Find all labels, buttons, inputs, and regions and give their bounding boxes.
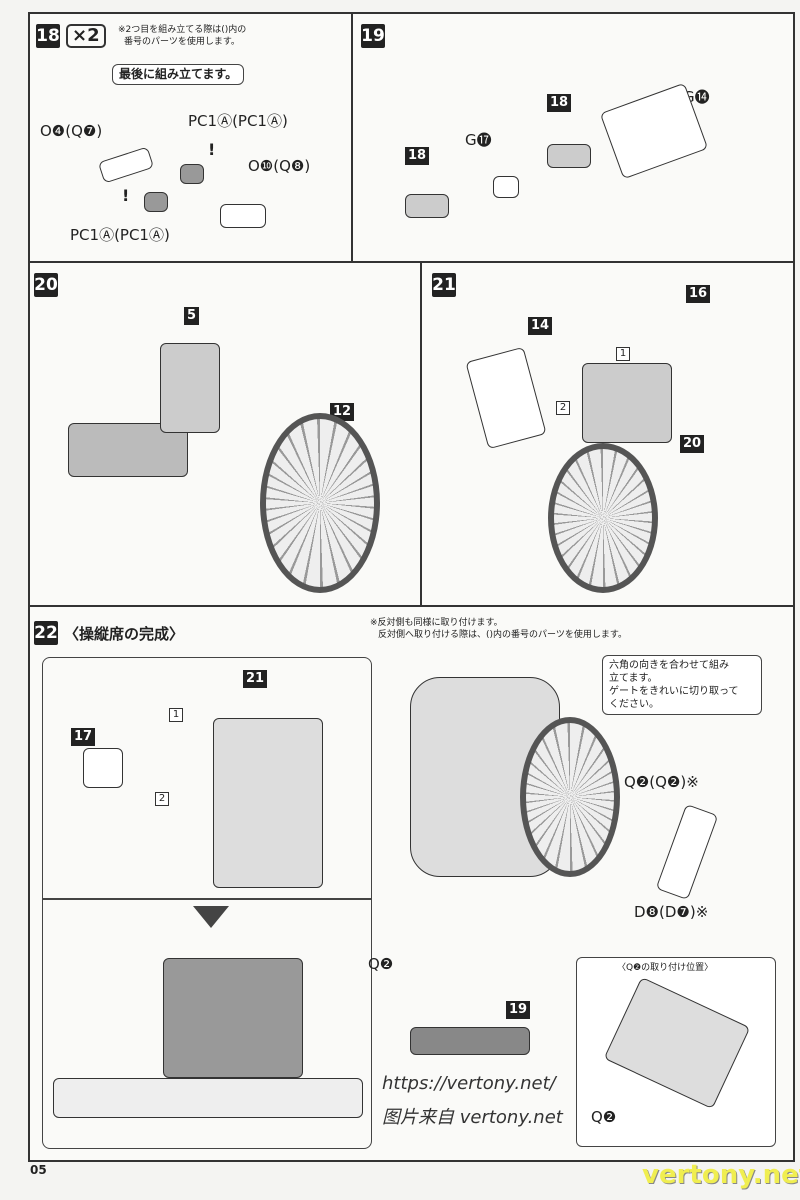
part-19 [410, 1027, 530, 1055]
bubble-line: 六角の向きを合わせて組み [609, 660, 729, 671]
part-pc1 [144, 192, 168, 212]
part-18 [405, 194, 449, 218]
part-tag: 16 [686, 285, 711, 303]
part-5 [160, 343, 220, 433]
part-tag: 20 [680, 435, 705, 453]
step-22-panel: 22 〈操縦席の完成〉 ※反対側も同様に取り付けます。 反対側へ取り付ける際は、… [28, 605, 795, 1162]
watermark-site: vertony.net [642, 1160, 800, 1190]
part-pc1 [180, 164, 204, 184]
part-label: O❿(Q❽) [248, 157, 311, 175]
note-line: ※2つ目を組み立てる際は()内の [118, 25, 247, 35]
part-g17 [493, 176, 519, 198]
part-label: PC1Ⓐ(PC1Ⓐ) [70, 226, 170, 244]
order-1: 1 [169, 708, 183, 722]
step-20-panel: 20 5 12 [28, 261, 422, 607]
step-21-panel: 21 14 16 20 1 2 [420, 261, 795, 607]
callout-bubble: 六角の向きを合わせて組み 立てます。 ゲートをきれいに切り取って ください。 [602, 655, 762, 715]
part-tag: 14 [528, 317, 553, 335]
part-label: Q❷(Q❷)※ [624, 773, 699, 791]
step-19-panel: 19 18 18 G⓱ G⓮ [351, 12, 795, 263]
detail-inset: 21 17 1 2 [42, 657, 372, 1149]
note-line: 番号のパーツを使用します。 [124, 37, 240, 47]
step-title: 〈操縦席の完成〉 [64, 625, 185, 643]
note-line: 反対側へ取り付ける際は、()内の番号のパーツを使用します。 [378, 630, 627, 640]
part-label: Q❷ [368, 955, 394, 973]
part-14 [465, 346, 547, 450]
step-number: 20 [34, 273, 58, 297]
part-d8 [655, 803, 719, 901]
part-17 [83, 748, 123, 788]
part-o4 [97, 146, 155, 184]
inset-title: 〈Q❷の取り付け位置〉 [617, 963, 714, 973]
mount-detail [603, 976, 751, 1110]
step-number: 18 [36, 24, 60, 48]
part-tag: 17 [71, 728, 96, 746]
step-number: 21 [432, 273, 456, 297]
down-arrow-icon [193, 906, 229, 928]
seat-fold [163, 958, 303, 1078]
part-tag: 18 [405, 147, 430, 165]
callout-bubble: 最後に組み立てます。 [112, 64, 245, 85]
caution-icon: ! [208, 140, 216, 159]
watermark-text: 图片来自 vertony.net [382, 1107, 563, 1128]
front-wheel [548, 443, 658, 593]
seat-assembly [213, 718, 323, 888]
part-20 [582, 363, 672, 443]
bubble-line: ください。 [609, 699, 659, 710]
part-label: PC1Ⓐ(PC1Ⓐ) [188, 112, 288, 130]
step-18-panel: 18 ×2 ※2つ目を組み立てる際は()内の 番号のパーツを使用します。 最後に… [28, 12, 353, 263]
part-label: Q❷ [591, 1108, 617, 1126]
part-label: D❽(D❼)※ [634, 903, 709, 921]
caution-icon: ! [122, 186, 130, 205]
frame [53, 1078, 363, 1118]
front-wheel [520, 717, 620, 877]
q2-position-inset: 〈Q❷の取り付け位置〉 Q❷ [576, 957, 776, 1147]
page-number: 05 [30, 1163, 47, 1177]
part-o10 [220, 204, 266, 228]
order-1: 1 [616, 347, 630, 361]
order-2: 2 [556, 401, 570, 415]
front-wheel [260, 413, 380, 593]
note-line: ※反対側も同様に取り付けます。 [370, 618, 503, 628]
bubble-line: ゲートをきれいに切り取って [609, 686, 739, 697]
watermark-url: https://vertony.net/ [382, 1073, 556, 1094]
step-number: 19 [361, 24, 385, 48]
part-tag: 19 [506, 1001, 531, 1019]
bubble-line: 立てます。 [609, 673, 658, 684]
part-label: G⓱ [465, 131, 492, 149]
multiplier: ×2 [66, 24, 106, 48]
part-tag: 5 [184, 307, 200, 325]
part-tag: 21 [243, 670, 268, 688]
step-number: 22 [34, 621, 58, 645]
divider [43, 898, 371, 900]
part-label: O❹(Q❼) [40, 122, 103, 140]
part-18 [547, 144, 591, 168]
order-2: 2 [155, 792, 169, 806]
part-tag: 18 [547, 94, 572, 112]
part-tag: 12 [330, 403, 355, 421]
